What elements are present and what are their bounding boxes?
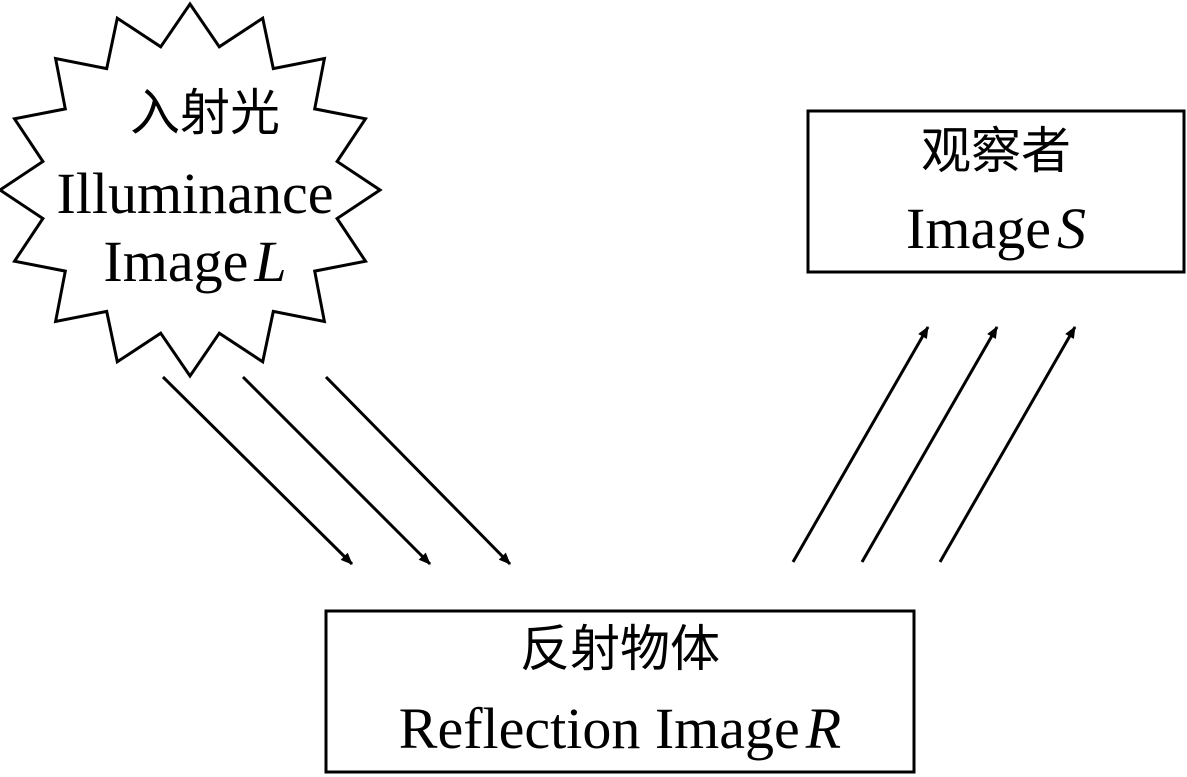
illuminance-en-label-line1: Illuminance [56,161,334,226]
reflected-arrows [791,326,1077,563]
incident-arrow-3 [324,375,512,566]
reflected-arrow-1 [791,326,930,563]
observer-variable: S [1056,196,1086,261]
illuminance-cn-label: 入射光 [130,84,280,142]
reflection-image-text: Reflection Image [398,696,800,761]
reflection-cn-label: 反射物体 [520,620,720,678]
observer-box [806,109,1186,274]
illuminance-image-text: Image [103,229,249,294]
incident-arrows [161,375,512,566]
observer-image-text: Image [906,196,1051,261]
incident-arrow-1 [161,375,354,566]
reflection-variable: R [805,696,842,761]
observer-cn-label: 观察者 [921,122,1071,180]
reflection-box [324,609,916,774]
reflected-arrow-2 [860,326,999,563]
incident-arrow-2 [241,375,432,566]
reflected-arrow-3 [938,326,1077,563]
illuminance-starburst [0,1,383,379]
illuminance-variable: L [254,229,287,294]
